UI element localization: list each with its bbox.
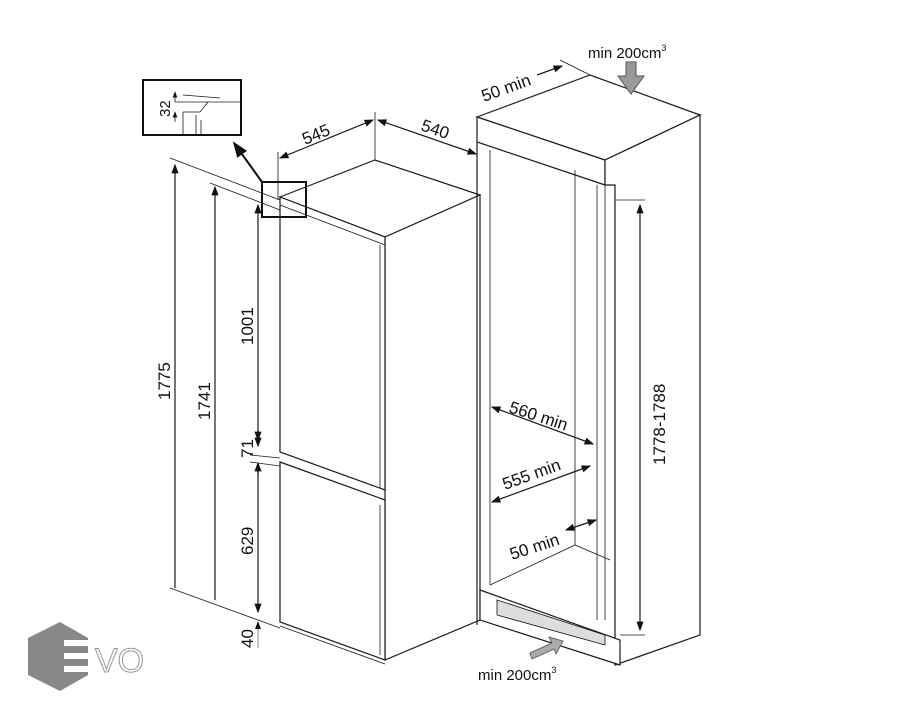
height-1001-label: 1001 <box>238 307 257 345</box>
gap-71-label: 71 <box>238 439 257 458</box>
detail-gap-label: 32 <box>157 100 174 117</box>
fridge-upper-door <box>279 196 386 491</box>
height-1741-label: 1741 <box>195 382 214 420</box>
top-airflow-arrow-icon <box>617 61 645 95</box>
fridge-drawing: 32 1775 1741 1001 71 629 40 545 540 <box>142 79 482 665</box>
logo-text: VO <box>95 642 144 680</box>
fridge-side <box>384 194 481 661</box>
width-545-label: 545 <box>299 120 332 148</box>
plinth-40-label: 40 <box>238 629 257 648</box>
rear-gap-label: 50 min <box>507 530 561 564</box>
cabinet-drawing: 1778-1788 560 min 555 min 50 min 50 min … <box>475 43 702 684</box>
top-ventilation-label: min 200cm3 <box>588 43 666 62</box>
detail-marker <box>261 181 307 218</box>
height-1775-label: 1775 <box>155 362 174 400</box>
depth-540-label: 540 <box>419 116 452 143</box>
detail-inset: 32 <box>142 79 242 136</box>
evo-logo: VO <box>28 622 145 691</box>
bottom-ventilation-label: min 200cm3 <box>478 665 556 684</box>
niche-height-label: 1778-1788 <box>650 384 669 465</box>
bottom-airflow-arrow-icon <box>529 636 564 660</box>
height-629-label: 629 <box>238 527 257 555</box>
fridge-lower-door <box>279 461 386 661</box>
niche-width-label: 560 min <box>507 398 570 435</box>
